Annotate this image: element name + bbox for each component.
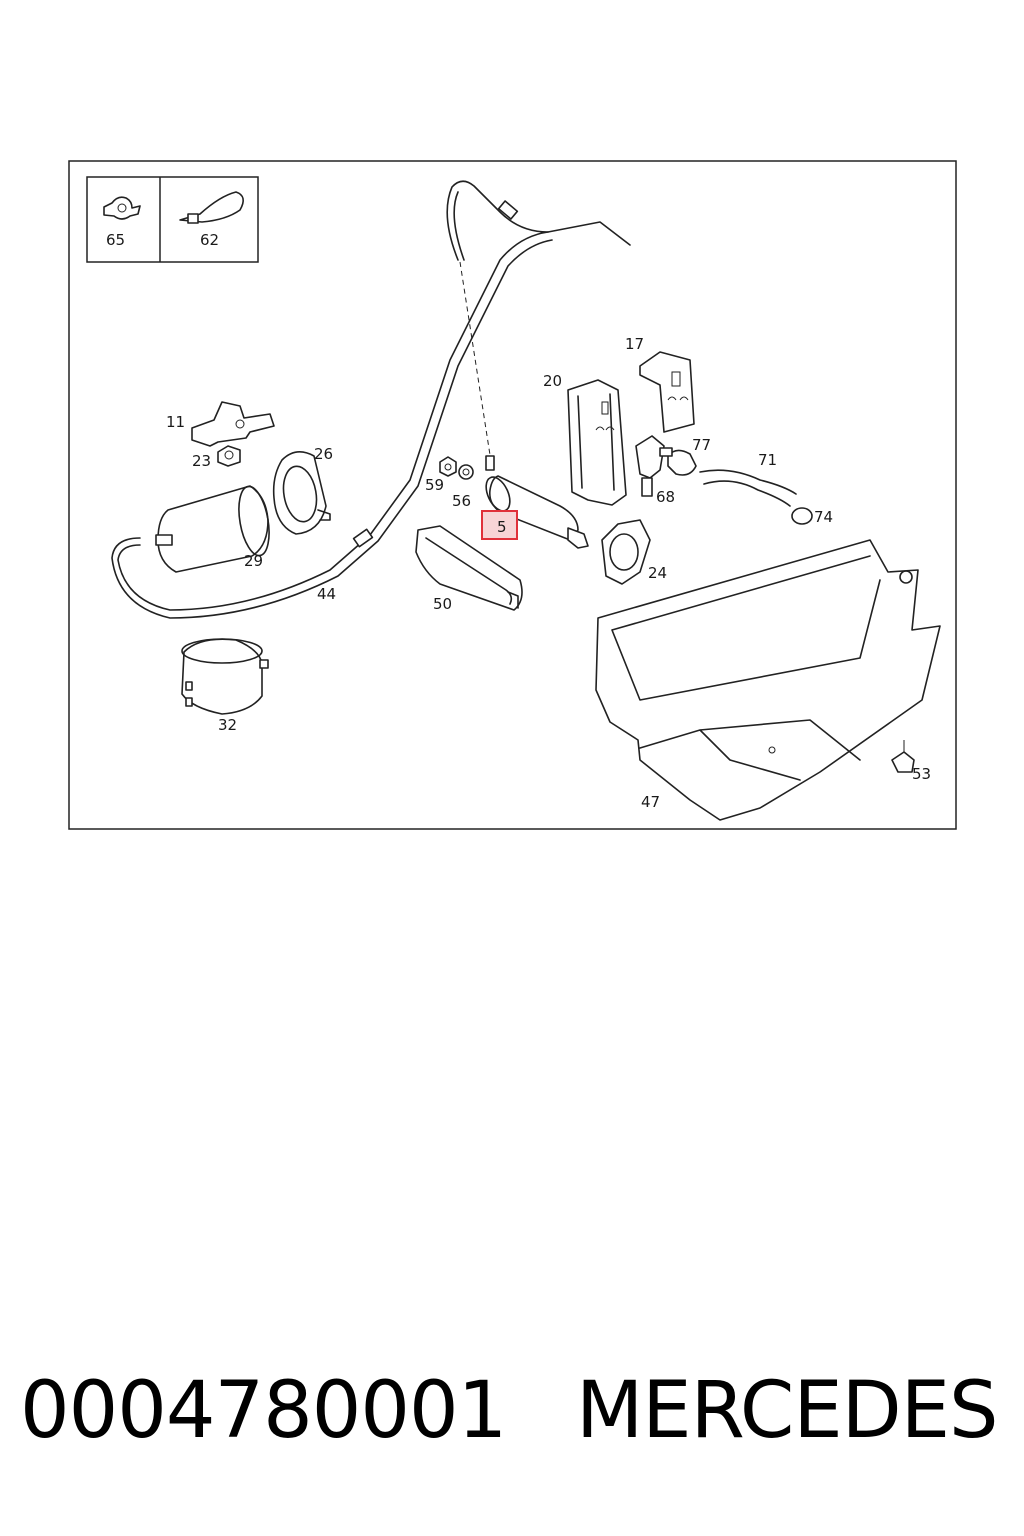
clamp-74 <box>791 507 813 525</box>
inset-box: 65 62 <box>86 176 259 263</box>
callout-44: 44 <box>317 585 336 603</box>
callout-74: 74 <box>814 508 833 526</box>
callout-24: 24 <box>648 564 667 582</box>
footer: 0004780001 MERCEDES <box>20 1366 1010 1466</box>
callout-29: 29 <box>244 552 263 570</box>
insulator-50 <box>415 525 523 611</box>
clip-53 <box>891 740 915 773</box>
bracket-17 <box>639 351 695 433</box>
bracket-11 <box>191 401 275 447</box>
nut-59 <box>439 456 457 477</box>
bracket-24 <box>601 519 651 585</box>
callout-5: 5 <box>497 518 507 536</box>
cable-tie-62-icon <box>179 191 244 224</box>
callout-20: 20 <box>543 372 562 390</box>
clamp-ring-26 <box>272 451 331 535</box>
part-number: 0004780001 <box>20 1366 507 1456</box>
highlight-box <box>481 510 518 540</box>
callout-47: 47 <box>641 793 660 811</box>
valve-68 <box>635 435 673 497</box>
callout-59: 59 <box>425 476 444 494</box>
callout-50: 50 <box>433 595 452 613</box>
fuel-filter-32 <box>181 638 269 715</box>
callout-71: 71 <box>758 451 777 469</box>
callout-53: 53 <box>912 765 931 783</box>
callout-56: 56 <box>452 492 471 510</box>
callout-23: 23 <box>192 452 211 470</box>
callout-26: 26 <box>314 445 333 463</box>
callout-32: 32 <box>218 716 237 734</box>
guard-panel-47 <box>595 539 941 821</box>
fuel-filter-29 <box>155 485 270 573</box>
callout-17: 17 <box>625 335 644 353</box>
highlight-callout-5[interactable]: 5 <box>481 510 518 540</box>
parts-diagram: 65 62 <box>68 160 957 830</box>
callout-77: 77 <box>692 436 711 454</box>
bracket-20 <box>567 379 627 506</box>
clamp-77 <box>667 449 697 476</box>
callout-62: 62 <box>200 231 219 249</box>
hose-71 <box>699 469 797 507</box>
brand-name: MERCEDES <box>576 1366 998 1456</box>
clip-65-icon <box>103 196 141 220</box>
callout-65: 65 <box>106 231 125 249</box>
washer-56 <box>458 464 474 480</box>
nut-23 <box>217 445 241 467</box>
callout-11: 11 <box>166 413 185 431</box>
callout-68: 68 <box>656 488 675 506</box>
fuel-line-44 <box>111 180 631 619</box>
